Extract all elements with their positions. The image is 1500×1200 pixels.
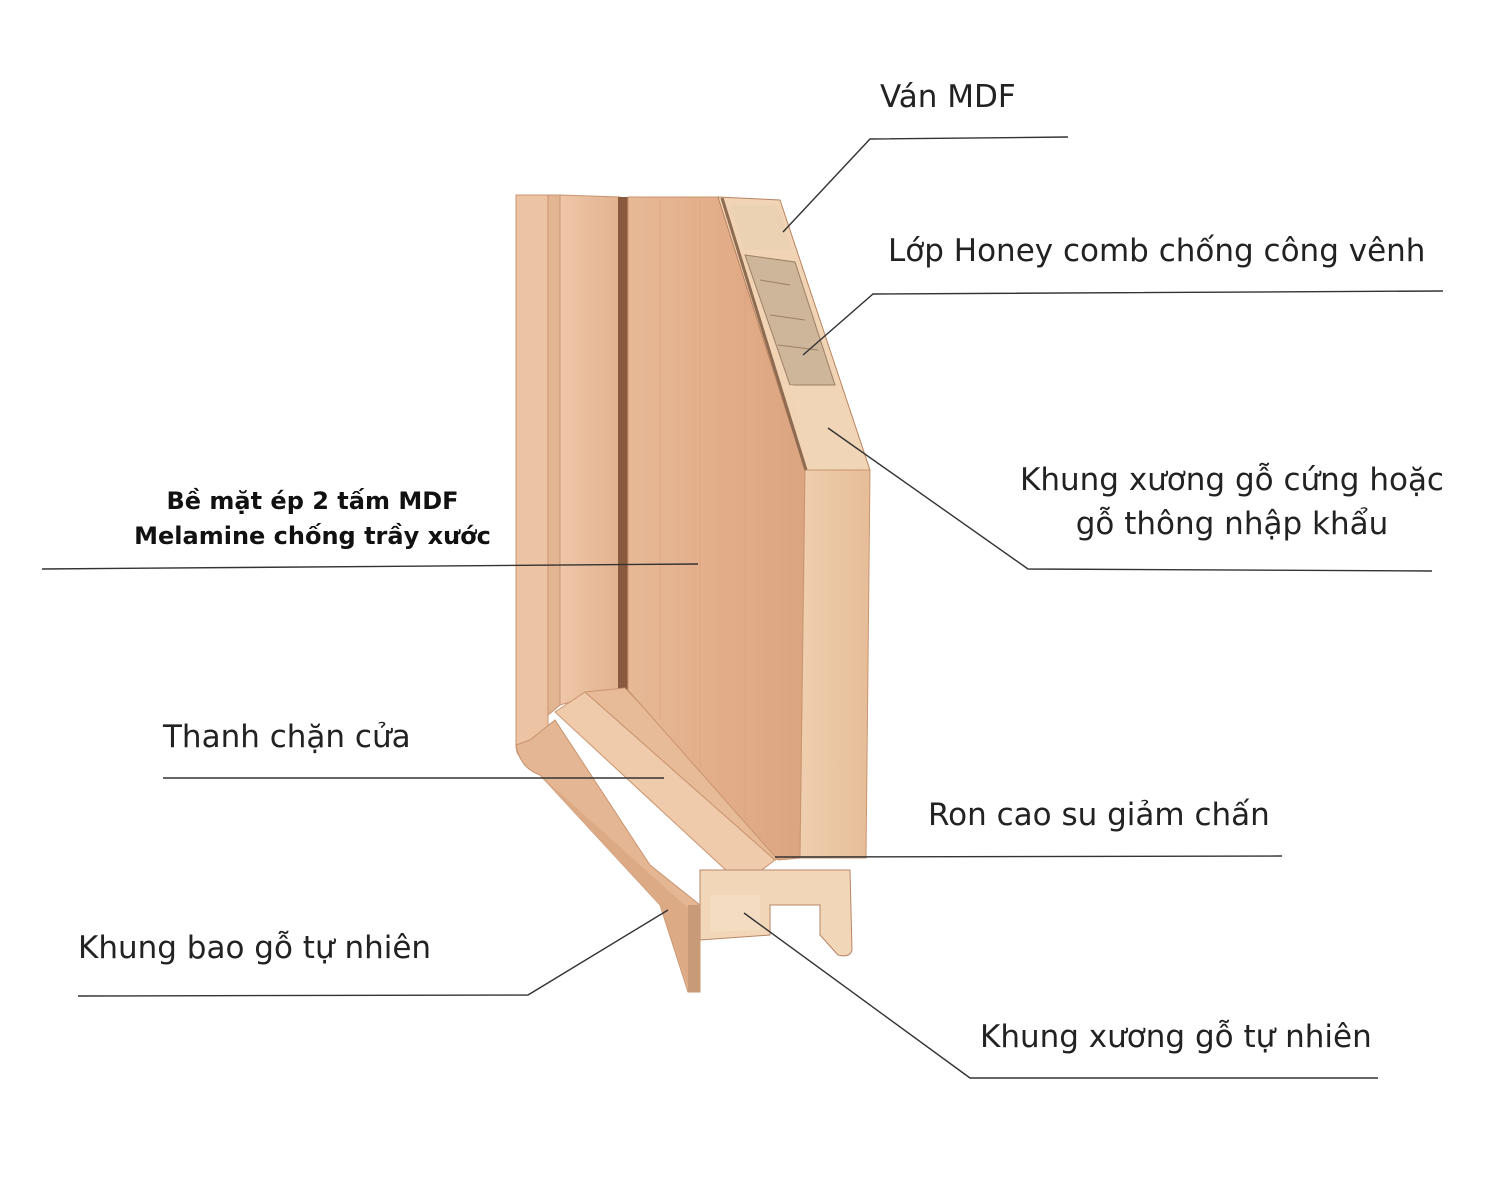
- leader-khung-xuong-tu-nhien: [743, 912, 1378, 1079]
- leader-khung-bao: [77, 909, 669, 997]
- label-be-mat: Bề mặt ép 2 tấm MDF Melamine chống trầy …: [120, 484, 505, 554]
- label-khung-xuong-tu-nhien: Khung xương gỗ tự nhiên: [980, 1019, 1372, 1055]
- leader-lines: [41, 136, 1444, 1079]
- label-khung-bao: Khung bao gỗ tự nhiên: [78, 930, 432, 966]
- label-be-mat-line1: Bề mặt ép 2 tấm MDF: [166, 487, 459, 515]
- door-frame-vertical: [515, 194, 628, 761]
- leader-ron-cao-su: [774, 855, 1283, 858]
- label-honeycomb: Lớp Honey comb chống công vênh: [888, 233, 1426, 269]
- door-leaf: [627, 196, 871, 861]
- label-khung-xuong-cung: Khung xương gỗ cứng hoặc gỗ thông nhập k…: [1012, 462, 1452, 542]
- leader-honeycomb: [802, 290, 1444, 356]
- label-khung-xuong-cung-line1: Khung xương gỗ cứng hoặc: [1020, 462, 1444, 498]
- label-ron-cao-su: Ron cao su giảm chấn: [928, 797, 1270, 833]
- label-be-mat-line2: Melamine chống trầy xước: [134, 521, 491, 550]
- leader-van-mdf: [782, 136, 1069, 233]
- label-van-mdf: Ván MDF: [880, 79, 1016, 115]
- label-khung-xuong-cung-line2: gỗ thông nhập khẩu: [1075, 505, 1389, 542]
- leader-be-mat: [41, 563, 699, 570]
- label-thanh-chan: Thanh chặn cửa: [163, 719, 411, 755]
- leader-khung-xuong-cung: [827, 427, 1433, 572]
- door-frame-bottom: [515, 687, 853, 993]
